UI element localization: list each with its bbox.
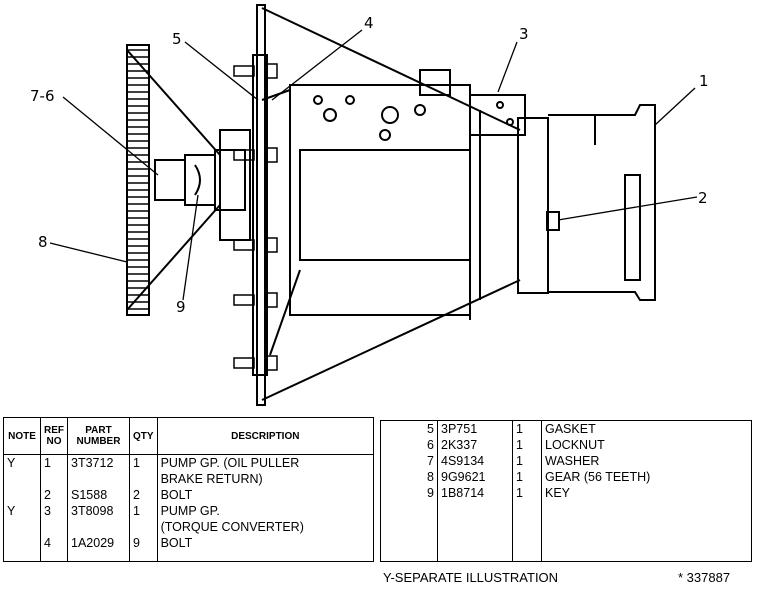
callout-3: 3 bbox=[519, 25, 529, 43]
qty-cell: 1 bbox=[512, 485, 542, 501]
locknut-washer-part bbox=[154, 149, 246, 211]
note-cell: Y bbox=[7, 504, 16, 518]
ref-cell: 3 bbox=[40, 503, 68, 535]
callout-2: 2 bbox=[698, 189, 708, 207]
qty-cell: 1 bbox=[512, 469, 542, 485]
part-number-cell: 1A2029 bbox=[67, 535, 130, 551]
header-qty: QTY bbox=[129, 417, 158, 455]
qty-cell: 2 bbox=[129, 487, 158, 503]
callout-1: 1 bbox=[699, 72, 709, 90]
qty-cell: 1 bbox=[512, 453, 542, 469]
note-cell bbox=[4, 487, 41, 503]
part-number-cell: 1B8714 bbox=[437, 485, 513, 501]
description-cell: KEY bbox=[541, 485, 752, 501]
ref-cell: 7 bbox=[427, 454, 434, 468]
description-cell: LOCKNUT bbox=[541, 437, 752, 453]
note-cell bbox=[4, 535, 41, 551]
part-number-cell: 3P751 bbox=[437, 420, 513, 437]
description-line: PUMP GP. bbox=[160, 504, 220, 518]
ref-cell: 4 bbox=[40, 535, 68, 551]
table-filler-row bbox=[4, 551, 374, 562]
part-number-cell: S1588 bbox=[67, 487, 130, 503]
description-cell: WASHER bbox=[541, 453, 752, 469]
callout-9: 9 bbox=[176, 298, 186, 316]
pump-group-1 bbox=[517, 104, 656, 301]
ref-cell: 2 bbox=[40, 487, 68, 503]
description-cell: GASKET bbox=[541, 420, 752, 437]
gear-part bbox=[126, 44, 221, 316]
qty-cell: 1 bbox=[129, 503, 158, 535]
part-number-cell: 4S9134 bbox=[437, 453, 513, 469]
qty-cell: 1 bbox=[512, 420, 542, 437]
ref-cell: 1 bbox=[40, 454, 68, 487]
exploded-parts-drawing: 1 2 3 4 5 7-6 8 9 bbox=[30, 4, 709, 406]
description-cell: BOLT bbox=[156, 487, 374, 503]
ref-cell: 6 bbox=[427, 438, 434, 452]
description-cell: PUMP GP. (OIL PULLER BRAKE RETURN) bbox=[156, 454, 374, 487]
callout-leaders bbox=[49, 29, 698, 301]
callout-labels: 1 2 3 4 5 7-6 8 9 bbox=[30, 14, 709, 316]
part-number-cell: 3T3712 bbox=[67, 454, 130, 487]
pump-housing-frame bbox=[261, 7, 526, 401]
part-number-cell: 3T8098 bbox=[67, 503, 130, 535]
description-line: BOLT bbox=[160, 536, 193, 550]
callout-5: 5 bbox=[172, 30, 182, 48]
description-cell: GEAR (56 TEETH) bbox=[541, 469, 752, 485]
table-filler-row bbox=[381, 501, 752, 562]
separate-illustration-legend: Y-SEPARATE ILLUSTRATION bbox=[383, 570, 559, 585]
callout-8: 8 bbox=[38, 233, 48, 251]
note-cell: Y bbox=[7, 456, 16, 470]
qty-cell: 1 bbox=[512, 437, 542, 453]
ref-cell: 9 bbox=[427, 486, 434, 500]
callout-7-6: 7-6 bbox=[30, 87, 55, 105]
header-description: DESCRIPTION bbox=[156, 417, 374, 455]
part-number-cell: 9G9621 bbox=[437, 469, 513, 485]
qty-cell: 1 bbox=[129, 454, 158, 487]
qty-cell: 9 bbox=[129, 535, 158, 551]
callout-4: 4 bbox=[364, 14, 374, 32]
ref-cell: 5 bbox=[427, 422, 434, 436]
header-note: NOTE bbox=[3, 417, 41, 455]
description-line: BRAKE RETURN) bbox=[160, 472, 263, 486]
description-line: PUMP GP. (OIL PULLER bbox=[160, 456, 300, 470]
illustration-number: * 337887 bbox=[678, 570, 731, 585]
description-cell: PUMP GP. (TORQUE CONVERTER) bbox=[156, 503, 374, 535]
part-number-cell: 2K337 bbox=[437, 437, 513, 453]
description-cell: BOLT bbox=[156, 535, 374, 551]
description-line: BOLT bbox=[160, 488, 193, 502]
ref-cell: 8 bbox=[427, 470, 434, 484]
bolt-group bbox=[233, 63, 278, 371]
description-line: (TORQUE CONVERTER) bbox=[160, 520, 304, 534]
gasket-flange bbox=[219, 4, 268, 406]
